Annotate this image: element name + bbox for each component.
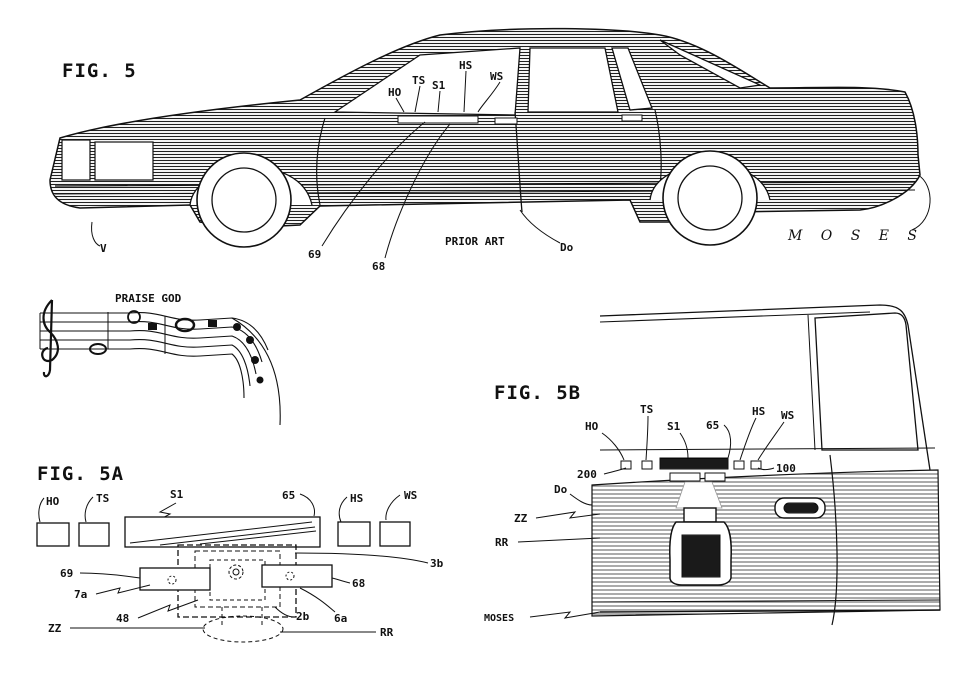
fig5a-bar-68 [262,565,332,587]
car-illustration [50,29,920,247]
fig5-label-ho: HO [388,86,402,99]
fig5a-title: FIG. 5A [37,463,124,485]
treble-clef [42,300,58,376]
fig5b-bottle-cap [684,508,716,522]
figure-5a: FIG. 5A HO TS S1 65 HS WS 3b [37,463,444,642]
fig5b-label-65: 65 [706,419,719,432]
fig5b-label-ho: HO [585,420,599,433]
headlight [95,142,153,180]
fig5a-label-7a: 7a [74,588,87,601]
fig5b-label-zz: ZZ [514,512,528,525]
fig5a-label-68: 68 [352,577,365,590]
rear-side-window [528,48,618,112]
fig5a-ho-button [37,523,69,546]
fig5a-label-rr: RR [380,626,394,639]
fig5a-label-s1: S1 [170,488,184,501]
music-staff-graphic: PRAISE GOD [40,292,280,425]
fig5-label-v: V [100,242,107,255]
fig5-title: FIG. 5 [62,60,137,82]
fig5a-label-6a: 6a [334,612,347,625]
fig5a-label-65: 65 [282,489,295,502]
fig5-label-69: 69 [308,248,321,261]
fig5b-door-panel [592,470,940,616]
fig5-label-s1: S1 [432,79,446,92]
fig5b-label-ts: TS [640,403,653,416]
fig5-label-hs: HS [459,59,472,72]
fig5-label-ts: TS [412,74,425,87]
fig5b-s1-display [660,458,728,469]
fig5b-title: FIG. 5B [494,382,581,404]
fig5a-label-69: 69 [60,567,73,580]
fig5a-hs-button [338,522,370,546]
fig5a-label-ho: HO [46,495,60,508]
fig5-label-68: 68 [372,260,385,273]
fig5-signature: M O S E S [787,228,924,244]
music-caption: PRAISE GOD [115,292,182,305]
fig5b-label-door: Do [554,483,568,496]
front-grille [62,140,90,180]
fig5-label-door: Do [560,241,574,254]
fig5a-label-ts: TS [96,492,109,505]
fig5b-label-s1: S1 [667,420,681,433]
figure-5b: FIG. 5B TS HO S1 65 [484,305,940,625]
keypad-strip [398,116,478,123]
fig5b-label-hs: HS [752,405,765,418]
fig5a-label-zz: ZZ [48,622,62,635]
fig5b-label-100: 100 [776,462,796,475]
fig5b-label-200: 200 [577,468,597,481]
fig5a-label-2b: 2b [296,610,310,623]
fig5b-label-moses: MOSES [484,613,514,624]
fig5a-bar-69 [140,568,210,590]
fig5a-ts-button [79,523,109,546]
fig5-label-ws: WS [490,70,503,83]
fig5b-window [815,313,918,450]
figure-5: FIG. 5 [50,29,930,273]
fig5b-label-rr: RR [495,536,509,549]
fig5a-label-ws: WS [404,489,417,502]
fig5b-label-ws: WS [781,409,794,422]
fig5-prior-art: PRIOR ART [445,235,505,248]
fig5a-label-48: 48 [116,612,129,625]
fig5a-label-hs: HS [350,492,363,505]
fig5a-ws-button [380,522,410,546]
fig5a-label-3b: 3b [430,557,444,570]
